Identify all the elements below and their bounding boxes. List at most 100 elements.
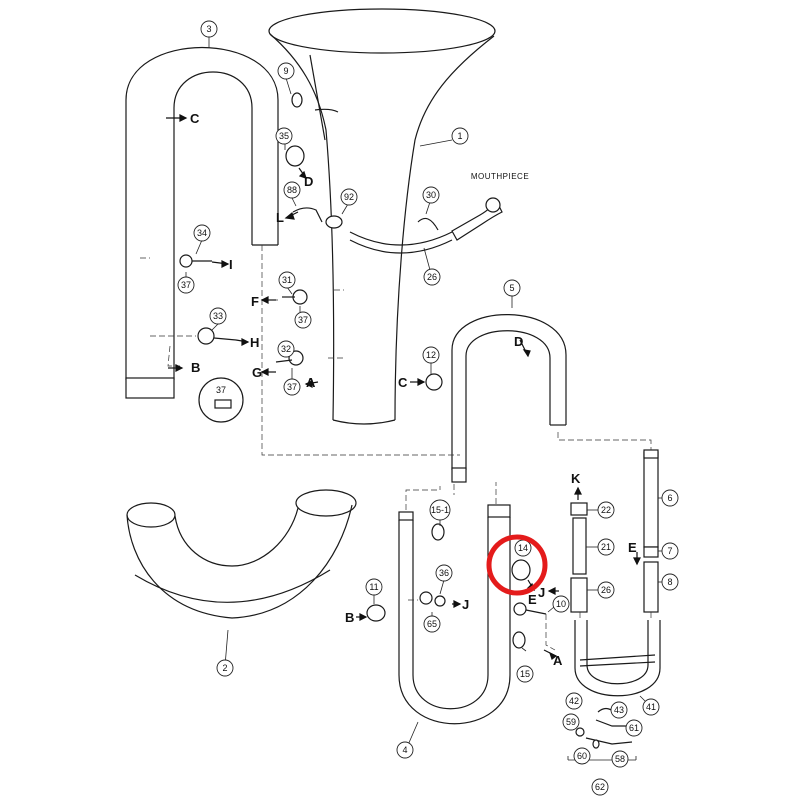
- letter-f: F: [251, 294, 259, 309]
- svg-text:41: 41: [646, 702, 656, 712]
- svg-text:26: 26: [427, 272, 437, 282]
- letter-c-right: C: [398, 375, 408, 390]
- bell-part: [268, 8, 496, 425]
- svg-text:43: 43: [614, 705, 624, 715]
- bow-2-part: [126, 489, 357, 619]
- letter-l: L: [276, 210, 284, 225]
- svg-text:26: 26: [601, 585, 611, 595]
- svg-text:11: 11: [369, 582, 378, 592]
- part-label-12: 12: [422, 346, 440, 364]
- part-label-60: 60: [573, 747, 591, 765]
- svg-text:37: 37: [216, 385, 226, 395]
- svg-text:31: 31: [282, 275, 292, 285]
- svg-text:2: 2: [222, 663, 227, 673]
- svg-text:65: 65: [427, 619, 437, 629]
- part-label-59: 59: [562, 713, 580, 731]
- part-label-5: 5: [503, 279, 521, 297]
- svg-text:5: 5: [509, 283, 514, 293]
- letter-i: I: [229, 257, 233, 272]
- letter-c-left: C: [190, 111, 200, 126]
- part-label-31: 30: [422, 186, 440, 204]
- svg-text:34: 34: [197, 228, 207, 238]
- svg-text:32: 32: [281, 344, 291, 354]
- letter-d-right: D: [514, 334, 523, 349]
- part-label-65: 65: [423, 615, 441, 633]
- svg-text:58: 58: [615, 754, 625, 764]
- svg-text:60: 60: [577, 751, 587, 761]
- part-label-37-a: 37: [177, 276, 195, 294]
- part-label-6: 6: [661, 489, 679, 507]
- svg-text:35: 35: [279, 131, 289, 141]
- letter-d-top: D: [304, 174, 313, 189]
- part-label-4: 4: [396, 741, 414, 759]
- svg-text:12: 12: [426, 350, 436, 360]
- svg-text:61: 61: [629, 723, 639, 733]
- svg-text:15-1: 15-1: [431, 505, 449, 515]
- connector-letters: C D L I F H G A B C D B J E J K E A: [190, 111, 637, 668]
- highlight-circle: [486, 534, 548, 596]
- part-label-9: 9: [277, 62, 295, 80]
- part-label-42: 42: [565, 692, 583, 710]
- letter-e-right: E: [628, 540, 637, 555]
- letter-b-left: B: [191, 360, 200, 375]
- part-label-15-1: 15-1: [429, 499, 451, 521]
- tube-4-part: [398, 504, 511, 725]
- part-label-11: 11: [365, 578, 383, 596]
- part-label-32: 31: [278, 271, 296, 289]
- part-label-37-d: 37: [216, 385, 226, 395]
- arrows: [166, 114, 641, 660]
- svg-text:92: 92: [344, 192, 354, 202]
- letter-a-bottom: A: [553, 653, 563, 668]
- mouthpiece-label: MOUTHPIECE: [471, 172, 529, 181]
- letter-e-mid: E: [528, 592, 537, 607]
- svg-text:88: 88: [287, 185, 297, 195]
- part-label-61: 61: [625, 719, 643, 737]
- part-label-92: 92: [340, 188, 358, 206]
- valve-tubes-right: [570, 449, 661, 697]
- part-label-34: 33: [209, 307, 227, 325]
- leader-lines: [185, 36, 668, 761]
- letter-b-right: B: [345, 610, 354, 625]
- svg-text:15: 15: [520, 669, 530, 679]
- part-label-37-c: 37: [283, 378, 301, 396]
- svg-text:37: 37: [298, 315, 308, 325]
- part-label-14: 14: [514, 539, 532, 557]
- letter-j-right: J: [538, 585, 545, 600]
- svg-text:33: 33: [213, 311, 223, 321]
- part-label-7: 7: [661, 542, 679, 560]
- part-label-41: 41: [642, 698, 660, 716]
- part-label-37-b: 37: [294, 311, 312, 329]
- part-label-30: 26: [423, 268, 441, 286]
- svg-text:42: 42: [569, 696, 579, 706]
- svg-text:22: 22: [601, 505, 611, 515]
- part-label-22: 22: [597, 501, 615, 519]
- svg-text:8: 8: [667, 577, 672, 587]
- letter-j-mid: J: [462, 597, 469, 612]
- svg-text:62: 62: [595, 782, 605, 792]
- part-label-88: 88: [283, 181, 301, 199]
- svg-text:21: 21: [601, 542, 611, 552]
- part-label-1: 1: [451, 127, 469, 145]
- part-label-33: 32: [277, 340, 295, 358]
- part-label-26: 26: [597, 581, 615, 599]
- letter-g: G: [252, 365, 262, 380]
- part-label-62: 62: [591, 778, 609, 796]
- part-label-2: 2: [216, 659, 234, 677]
- svg-text:3: 3: [206, 24, 211, 34]
- svg-text:14: 14: [518, 543, 528, 553]
- tube-5-part: [451, 314, 567, 483]
- svg-text:4: 4: [402, 745, 407, 755]
- part-label-36: 36: [435, 564, 453, 582]
- part-label-8: 8: [661, 573, 679, 591]
- svg-text:36: 36: [439, 568, 449, 578]
- part-label-10: 10: [552, 595, 570, 613]
- svg-text:37: 37: [181, 280, 191, 290]
- part-label-43: 43: [610, 701, 628, 719]
- part-label-13: 35: [275, 127, 293, 145]
- svg-text:59: 59: [566, 717, 576, 727]
- bow-3-part: [125, 46, 279, 399]
- svg-text:7: 7: [667, 546, 672, 556]
- part-labels: 3 9 35 1 88 92 30 26 34 37 31 37 33 32 3…: [177, 20, 679, 796]
- letter-k: K: [571, 471, 581, 486]
